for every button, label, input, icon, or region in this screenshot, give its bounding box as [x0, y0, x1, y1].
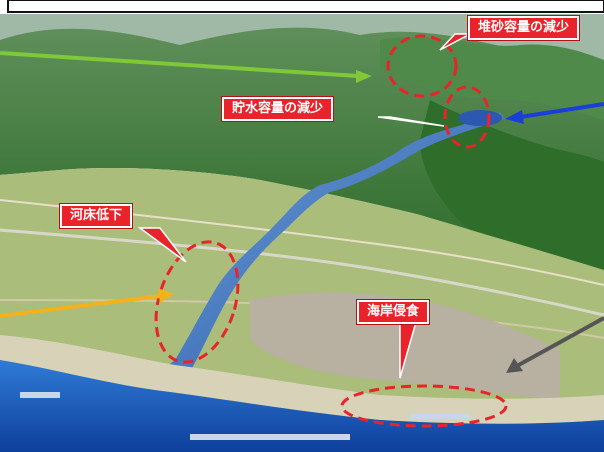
green-arrow — [0, 51, 359, 78]
sediment-highlight — [386, 34, 458, 98]
riverbed-lowering-callout: 河床低下 — [60, 204, 133, 228]
gray-arrow-head — [506, 358, 523, 373]
reservoir-highlight — [443, 85, 491, 149]
orange-arrow — [0, 294, 161, 318]
breakwater — [20, 392, 60, 398]
gray-arrow — [514, 316, 604, 369]
sea — [0, 360, 604, 452]
highway — [0, 228, 604, 317]
orange-arrow-head — [158, 288, 174, 303]
blue-arrow — [519, 102, 604, 119]
blue-arrow-head — [505, 110, 524, 124]
beach — [0, 335, 604, 424]
dam-reservoir — [458, 110, 502, 126]
breakwater — [190, 434, 350, 440]
storage-callout-tail — [377, 116, 445, 127]
sediment-callout-tail — [439, 33, 471, 51]
breakwater — [410, 414, 470, 419]
green-arrow-head — [356, 70, 372, 83]
riverbed-highlight — [154, 240, 240, 364]
riverbed-callout-tail — [137, 227, 187, 263]
coast-highlight — [340, 384, 508, 428]
river — [160, 112, 505, 372]
coastal-erosion-callout: 海岸侵食 — [357, 300, 430, 324]
storage-capacity-callout: 貯水容量の減少 — [222, 97, 334, 121]
upper-mountain — [380, 37, 604, 120]
top-frame — [7, 0, 604, 13]
sediment-capacity-callout: 堆砂容量の減少 — [468, 16, 580, 40]
